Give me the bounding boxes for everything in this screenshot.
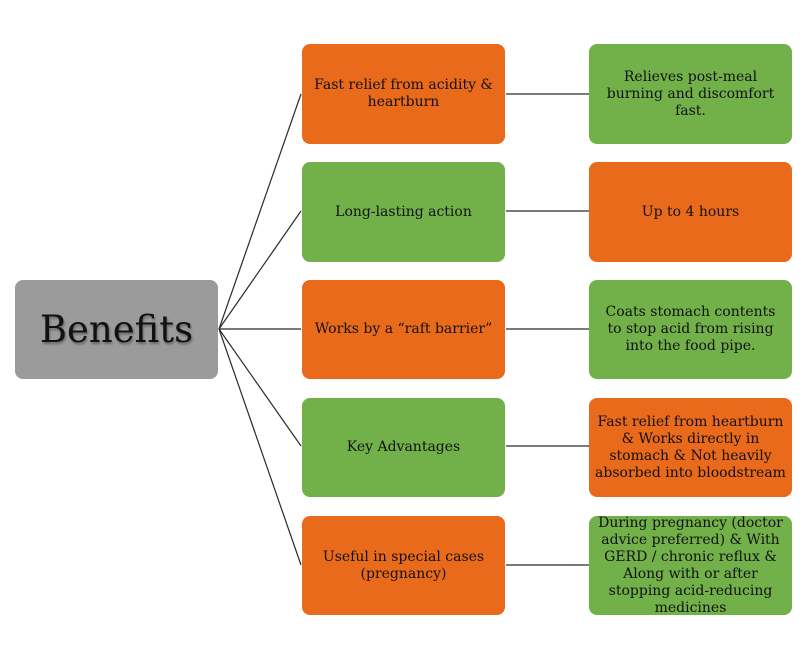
- detail-label: Up to 4 hours: [641, 203, 740, 220]
- connector-root-benefit-4: [218, 328, 302, 447]
- benefit-node-4: Key Advantages: [302, 398, 505, 497]
- detail-node-1: Relieves post-meal burning and discomfor…: [589, 44, 792, 144]
- detail-label: Fast relief from heartburn & Works direc…: [595, 413, 786, 481]
- benefit-node-5: Useful in special cases (pregnancy): [302, 516, 505, 615]
- detail-label: During pregnancy (doctor advice preferre…: [598, 514, 783, 616]
- root-node-benefits: Benefits: [15, 280, 218, 379]
- benefit-node-3: Works by a “raft barrier”: [302, 280, 505, 379]
- detail-node-5: During pregnancy (doctor advice preferre…: [589, 514, 792, 616]
- benefit-label: Long-lasting action: [335, 203, 472, 220]
- connector-root-benefit-2: [218, 210, 302, 330]
- detail-node-2: Up to 4 hours: [589, 162, 792, 262]
- benefit-label: Works by a “raft barrier”: [314, 321, 493, 337]
- benefit-label: Useful in special cases (pregnancy): [322, 548, 485, 582]
- benefit-node-1: Fast relief from acidity & heartburn: [302, 44, 505, 144]
- benefit-label: Fast relief from acidity & heartburn: [314, 77, 493, 110]
- detail-node-3: Coats stomach contents to stop acid from…: [589, 280, 792, 379]
- benefit-node-2: Long-lasting action: [302, 162, 505, 262]
- connector-root-benefit-1: [218, 93, 302, 330]
- detail-node-4: Fast relief from heartburn & Works direc…: [589, 398, 792, 497]
- connector-root-benefit-5: [218, 328, 302, 566]
- detail-label: Coats stomach contents to stop acid from…: [605, 304, 776, 354]
- benefit-label: Key Advantages: [346, 439, 461, 455]
- detail-label: Relieves post-meal burning and discomfor…: [606, 68, 775, 119]
- root-label: Benefits: [39, 308, 194, 351]
